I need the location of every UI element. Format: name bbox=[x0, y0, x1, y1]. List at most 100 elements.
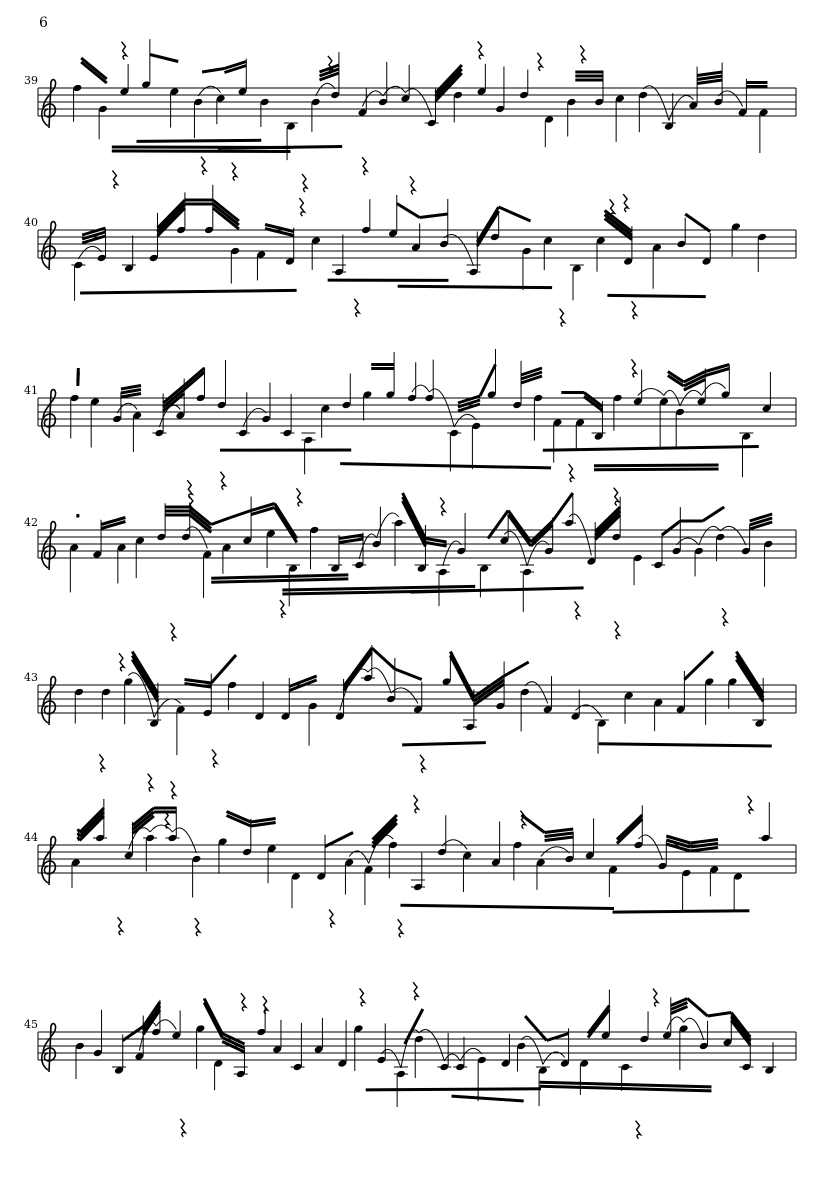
measure-number: 43 bbox=[24, 671, 38, 684]
quarter-rest-icon bbox=[613, 620, 622, 640]
beam bbox=[686, 997, 709, 1018]
notehead-icon bbox=[75, 1042, 84, 1050]
beam bbox=[594, 463, 719, 468]
notehead-icon bbox=[500, 537, 509, 544]
beam bbox=[80, 288, 297, 295]
quarter-rest-icon bbox=[630, 300, 639, 320]
beam bbox=[288, 678, 318, 692]
tie-slur bbox=[676, 537, 700, 546]
beam bbox=[395, 202, 421, 219]
beam bbox=[81, 234, 106, 245]
notehead-icon bbox=[345, 859, 354, 866]
notehead-icon bbox=[124, 678, 133, 685]
notehead-icon bbox=[662, 1032, 672, 1039]
treble-clef-icon bbox=[40, 78, 57, 129]
quarter-rest-icon bbox=[301, 173, 310, 193]
notehead-icon bbox=[317, 873, 326, 880]
notehead-icon bbox=[553, 419, 562, 426]
beam bbox=[749, 516, 773, 527]
beam bbox=[211, 202, 240, 227]
beam bbox=[735, 650, 765, 695]
notehead-icon bbox=[594, 433, 603, 440]
beam bbox=[371, 813, 398, 841]
notehead-icon bbox=[624, 692, 633, 699]
beam bbox=[340, 462, 552, 470]
beam bbox=[690, 842, 719, 849]
measure-number: 39 bbox=[24, 74, 38, 87]
notehead-icon bbox=[363, 391, 372, 398]
notehead-icon bbox=[762, 405, 771, 412]
beam bbox=[666, 370, 685, 384]
notehead-icon bbox=[203, 709, 212, 717]
beam bbox=[80, 60, 108, 85]
beam bbox=[683, 374, 706, 388]
beam bbox=[111, 145, 291, 149]
beam bbox=[131, 814, 155, 835]
beam bbox=[100, 520, 126, 530]
notehead-icon bbox=[741, 547, 750, 555]
beam bbox=[520, 813, 546, 834]
notehead-icon bbox=[417, 565, 426, 572]
tie-slur bbox=[362, 90, 384, 107]
beam bbox=[141, 1001, 162, 1028]
notehead-icon bbox=[538, 1067, 547, 1074]
notehead-icon bbox=[192, 855, 201, 863]
notehead-icon bbox=[331, 91, 340, 99]
notehead-icon bbox=[572, 265, 581, 272]
notehead-icon bbox=[354, 1025, 363, 1032]
tie-slur bbox=[155, 1019, 177, 1030]
beam bbox=[210, 654, 238, 684]
beam bbox=[615, 817, 644, 845]
notehead-icon bbox=[571, 713, 580, 720]
notehead-icon bbox=[273, 1046, 282, 1053]
quarter-rest-icon bbox=[231, 162, 239, 182]
tie-slur bbox=[400, 1029, 420, 1069]
beam bbox=[696, 78, 723, 85]
notehead-icon bbox=[70, 394, 79, 402]
notehead-icon bbox=[413, 706, 423, 713]
quarter-rest-icon bbox=[118, 652, 126, 672]
beam bbox=[735, 654, 765, 699]
notehead-icon bbox=[311, 237, 321, 244]
tie-slur bbox=[575, 704, 603, 718]
quarter-rest-icon bbox=[721, 607, 729, 627]
notehead-icon bbox=[501, 1060, 510, 1067]
notehead-icon bbox=[675, 408, 685, 416]
notehead-icon bbox=[439, 240, 449, 248]
beam bbox=[130, 654, 160, 699]
quarter-rest-icon bbox=[163, 810, 172, 830]
beam bbox=[434, 71, 463, 103]
notehead-icon bbox=[255, 713, 264, 720]
beam bbox=[683, 370, 706, 384]
beam bbox=[80, 56, 108, 81]
notehead-icon bbox=[124, 265, 133, 272]
beam bbox=[701, 505, 725, 523]
notehead-icon bbox=[196, 1025, 205, 1032]
beam bbox=[730, 1015, 752, 1042]
tie-slur bbox=[390, 687, 419, 704]
beam bbox=[457, 398, 481, 409]
beam bbox=[582, 391, 604, 408]
notehead-icon bbox=[652, 244, 662, 251]
tie-slur bbox=[524, 681, 549, 704]
beam bbox=[434, 63, 463, 95]
notehead-icon bbox=[676, 706, 685, 713]
notehead-icon bbox=[705, 678, 714, 685]
notehead-icon bbox=[257, 251, 266, 258]
notehead-icon bbox=[723, 1039, 732, 1046]
notehead-icon bbox=[654, 699, 663, 706]
beam bbox=[704, 363, 730, 373]
notehead-icon bbox=[321, 405, 330, 412]
notehead-icon bbox=[281, 713, 290, 720]
staff-system: 42 bbox=[24, 492, 797, 642]
quarter-rest-icon bbox=[200, 156, 208, 176]
notehead-icon bbox=[682, 869, 691, 877]
beam bbox=[476, 210, 500, 247]
notehead-icon bbox=[149, 254, 158, 262]
page-number: 6 bbox=[39, 15, 48, 31]
notehead-icon bbox=[453, 91, 463, 99]
tie-slur bbox=[443, 1053, 461, 1062]
beam bbox=[338, 533, 364, 540]
tie-slur bbox=[405, 88, 433, 118]
